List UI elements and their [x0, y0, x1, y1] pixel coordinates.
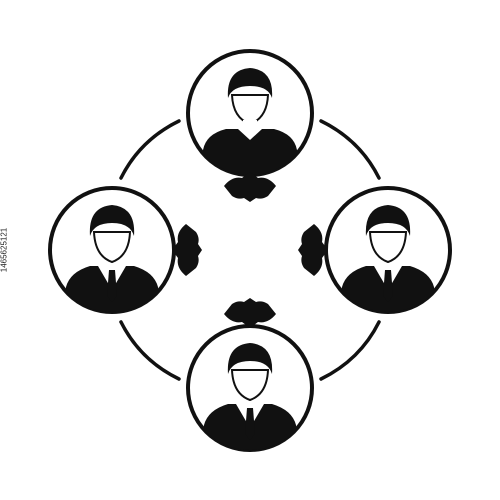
- handshake-top: [224, 172, 276, 202]
- handshake-right: [298, 224, 328, 276]
- person-left: [48, 186, 176, 314]
- person-bottom: [186, 324, 314, 452]
- arc-top-left: [119, 119, 181, 180]
- handshake-bottom: [224, 298, 276, 328]
- person-top: [186, 49, 314, 177]
- person-right: [324, 186, 452, 314]
- handshake-left: [172, 224, 202, 276]
- arc-bottom-right: [319, 320, 381, 381]
- stock-id-label: 1465625121: [0, 227, 9, 273]
- arc-top-right: [319, 119, 381, 180]
- arc-bottom-left: [119, 320, 181, 381]
- connector-arcs: [119, 119, 381, 381]
